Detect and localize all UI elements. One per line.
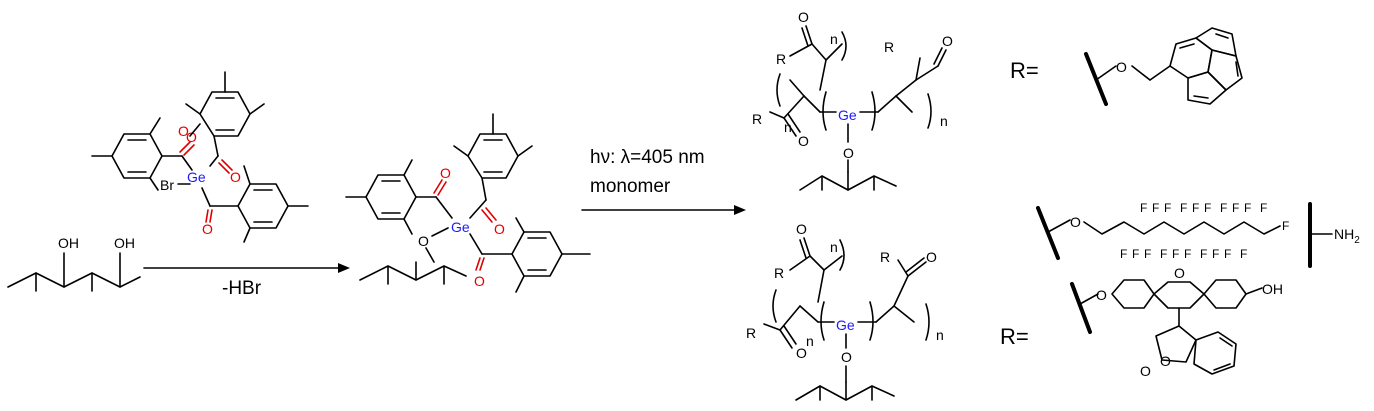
oxygen-label: O — [796, 221, 807, 237]
r-group-label: R — [884, 39, 894, 55]
amine-label: NH2 — [1334, 226, 1360, 246]
fluorine-label: F — [1224, 247, 1231, 261]
fluorine-label: F — [1180, 201, 1187, 215]
repeat-unit-label: n — [940, 113, 948, 129]
r-group-label: R — [776, 51, 786, 67]
reaction2-condition-line2: monomer — [590, 176, 671, 197]
hydroxyl-surface: OH OH — [7, 235, 141, 292]
reaction-arrow-1: -HBr — [143, 263, 350, 299]
repeat-unit-label: n — [806, 333, 814, 349]
fluorine-label: F — [1172, 247, 1179, 261]
oxygen-label: O — [186, 129, 197, 145]
hydroxyl-label-1: OH — [58, 235, 79, 251]
fluorine-label: F — [1282, 219, 1289, 233]
repeat-unit-label: n — [936, 327, 944, 343]
r-group-label: R — [774, 265, 784, 281]
oxygen-label: O — [474, 273, 485, 289]
fluorine-label: F — [1164, 201, 1171, 215]
germanium-label: Ge — [838, 107, 857, 123]
oxygen-label: O — [798, 133, 809, 149]
fluorine-label: F — [1260, 201, 1267, 215]
fluorine-label: F — [1152, 201, 1159, 215]
r-group-label: R — [746, 325, 756, 341]
r-group-label: R — [752, 111, 762, 127]
oxygen-label: O — [1116, 59, 1127, 75]
reaction1-condition: -HBr — [222, 278, 262, 299]
repeat-unit-label: n — [784, 119, 792, 135]
reaction-arrow-2: hν: λ=405 nm monomer — [581, 147, 746, 215]
repeat-unit-label: n — [830, 31, 838, 47]
repeat-unit-label: n — [830, 239, 838, 255]
oxygen-label: O — [230, 169, 241, 185]
fluorine-label: F — [1232, 201, 1239, 215]
grafted-polymer-top: O Ge R O n R O n O R n — [752, 9, 953, 191]
germanium-label: Ge — [187, 169, 206, 185]
germanium-label: Ge — [451, 219, 470, 235]
fluorine-labels: F F F F F F F F F F F F F F F F F F F F … — [1120, 201, 1289, 261]
oxygen-label: O — [440, 165, 451, 181]
fluorine-label: F — [1132, 247, 1139, 261]
fluorine-label: F — [1140, 201, 1147, 215]
amine-subscript: 2 — [1354, 235, 1360, 246]
grafted-polymer-bottom: O Ge R O n R O n O R n — [746, 221, 944, 401]
germanium-precursor: O Ge Br O O O — [91, 71, 309, 243]
reaction2-condition-line1: hν: λ=405 nm — [590, 147, 705, 168]
pyrene-ring — [1169, 27, 1243, 105]
fluorescein-rings: O OH O O — [1111, 265, 1283, 379]
oxygen-label: O — [494, 221, 505, 237]
oxygen-label: O — [178, 123, 189, 139]
r-group-definitions: R= O O F F F F F F F F F — [1000, 27, 1360, 379]
fluorine-label: F — [1244, 201, 1251, 215]
germanium-label: Ge — [836, 317, 855, 333]
r-definition-label-top: R= — [1010, 58, 1039, 83]
oxygen-label: O — [1174, 265, 1185, 281]
oxygen-label: O — [1160, 353, 1171, 369]
fluorine-label: F — [1220, 201, 1227, 215]
fluorine-label: F — [1160, 247, 1167, 261]
oxygen-label: O — [418, 233, 429, 249]
oxygen-label: O — [1140, 363, 1151, 379]
fluorine-label: F — [1240, 247, 1247, 261]
oxygen-label: O — [843, 145, 854, 161]
fluorine-label: F — [1204, 201, 1211, 215]
oxygen-label: O — [926, 249, 937, 265]
fluorine-label: F — [1144, 247, 1151, 261]
oxygen-label: O — [1070, 214, 1081, 230]
hydroxyl-label-2: OH — [114, 235, 135, 251]
oxygen-label: O — [942, 33, 953, 49]
oxygen-label: O — [1096, 287, 1107, 303]
fluorine-label: F — [1192, 201, 1199, 215]
r-group-label: R — [880, 249, 890, 265]
amine-symbol: NH — [1334, 226, 1354, 242]
oxygen-label: O — [841, 349, 852, 365]
fluorine-label: F — [1120, 247, 1127, 261]
fluorine-label: F — [1212, 247, 1219, 261]
oxygen-label: O — [796, 345, 807, 361]
hydroxyl-label: OH — [1262, 281, 1283, 297]
r-definition-label-bottom: R= — [1000, 324, 1029, 349]
oxygen-label: O — [798, 9, 809, 25]
fluorine-label: F — [1184, 247, 1191, 261]
surface-initiator: O Ge O O O — [345, 113, 591, 293]
bromine-label: Br — [160, 177, 174, 193]
fluorine-label: F — [1200, 247, 1207, 261]
oxygen-label: O — [202, 221, 213, 237]
